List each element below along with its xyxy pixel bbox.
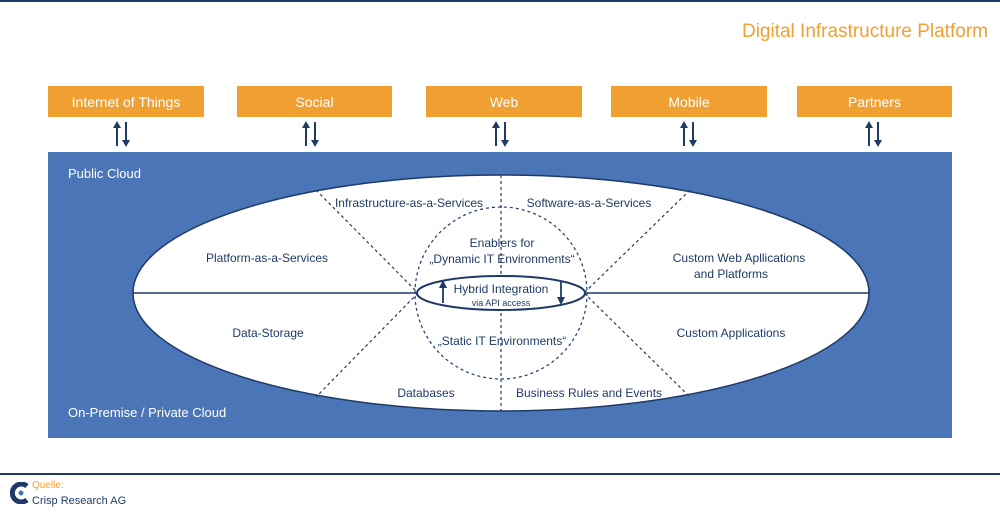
channel-box-mobile: Mobile [611,86,767,117]
databases-label: Databases [397,386,455,400]
inner-dashed-circle [414,206,588,380]
static-environments-label: „Static IT Environments“ [437,334,567,348]
bottom-rule [0,473,1000,475]
iaas-label: Infrastructure-as-a-Services [334,196,484,210]
custom-web-label-1: Custom Web Apllications [672,251,806,265]
dashed-diagonal-lr [583,292,691,398]
enablers-label-1: Enablers for [469,236,535,250]
channel-box-partners: Partners [797,86,952,117]
bidirectional-arrow-icon [489,121,513,147]
source-label: Quelle: [32,480,64,491]
paas-label: Platform-as-a-Services [205,251,329,265]
saas-label: Software-as-a-Services [526,196,652,210]
channel-box-social: Social [237,86,392,117]
business-rules-label: Business Rules and Events [515,386,663,400]
channel-box-web: Web [426,86,582,117]
public-cloud-label: Public Cloud [68,166,141,181]
dashed-diagonal-ur [583,189,691,294]
custom-applications-label: Custom Applications [676,326,786,340]
dashed-diagonal-ll [315,292,419,398]
bidirectional-arrow-icon [677,121,701,147]
dashed-diagonal-ul [315,189,419,294]
private-cloud-label: On-Premise / Private Cloud [68,405,227,420]
bidirectional-arrow-icon [862,121,886,147]
page-title: Digital Infrastructure Platform [741,21,988,42]
bidirectional-arrow-icon [299,121,323,147]
enablers-label-2: „Dynamic IT Environments“ [429,252,575,266]
hybrid-ellipse [416,275,586,311]
source-value: Crisp Research AG [32,495,127,507]
data-storage-label: Data-Storage [232,326,304,340]
top-rule [0,0,1000,2]
api-access-label: via API access [471,298,531,308]
custom-web-label-2: and Platforms [693,267,769,281]
crisp-logo-icon [10,482,29,504]
bidirectional-arrow-icon [110,121,134,147]
hybrid-integration-label: Hybrid Integration [453,282,549,296]
channel-box-iot: Internet of Things [48,86,204,117]
